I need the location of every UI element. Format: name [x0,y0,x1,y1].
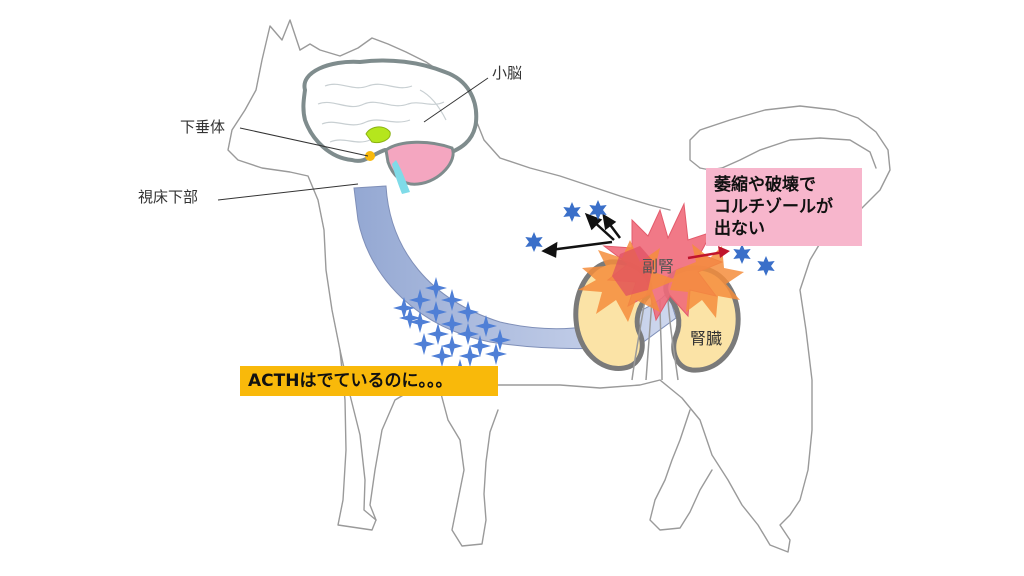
acth-star [399,307,421,329]
brain [301,58,479,194]
acth-star [457,323,479,345]
cortisol-arrows [541,212,621,258]
acth-star [409,289,431,311]
acth-star [441,289,463,311]
acth-star [441,313,463,335]
leader-lines [217,77,489,201]
arrow-left [549,240,613,252]
arrow-up-head [602,213,617,231]
acth-star [425,277,447,299]
pituitary-label: 下垂体 [180,118,226,136]
adrenal-label: 副腎 [642,257,674,276]
red-arrow [687,246,730,260]
atrophy-line-1: 萎縮や破壊で [714,175,816,195]
cerebellum-label: 小脳 [492,64,523,82]
cortisol-star [589,200,607,220]
cortisol-star [563,202,581,222]
acth-star [469,335,491,357]
adrenal-core [612,246,654,296]
arrow-up-left-head [584,212,603,231]
acth-star [475,315,497,337]
hypothalamus-label: 視床下部 [138,188,199,206]
acth-star [409,311,431,333]
acth-star [393,297,415,319]
acth-star [413,333,435,355]
adrenal-right-orange [670,244,744,318]
brainstem-shape [392,160,410,194]
cortisol-star [525,232,543,252]
acth-star [441,335,463,357]
cerebellum-leader [423,77,489,123]
acth-star [427,323,449,345]
acth-star [431,345,453,367]
cortisol-star [757,256,775,276]
adrenal-glands [578,202,744,322]
kidney-label: 腎臓 [690,329,722,348]
hypothalamus-leader [217,183,359,201]
arrow-left-head [541,241,558,258]
cortisol-star [733,244,751,264]
acth-callout-text: ACTHはでているのに。。。 [248,371,453,391]
atrophy-line-2: コルチゾールが [714,197,833,217]
acth-callout: ACTHはでているのに。。。 [240,366,498,396]
cortisol-stars [525,200,775,276]
pituitary-leader [239,127,369,157]
acth-star [485,343,507,365]
acth-star [489,329,511,351]
pituitary-shape [365,126,391,143]
acth-star [459,345,481,367]
hypothalamus-dot [365,151,375,161]
atrophy-callout: 萎縮や破壊で コルチゾールが 出ない [706,168,862,246]
acth-star [425,301,447,323]
brain-folds [317,83,447,143]
atrophy-line-3: 出ない [714,219,765,239]
acth-star [457,301,479,323]
